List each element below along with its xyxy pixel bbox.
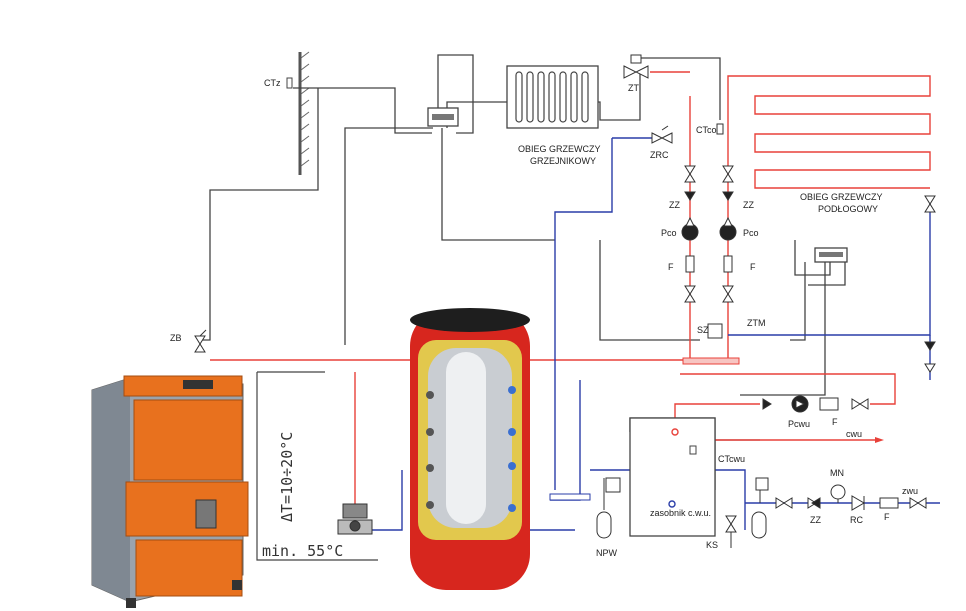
label-zz-left: ZZ bbox=[669, 200, 680, 210]
label-ctcwu: CTcwu bbox=[718, 454, 745, 464]
label-f-cwu: F bbox=[832, 417, 838, 427]
label-zt: ZT bbox=[628, 83, 639, 93]
floor-return-valves-icon bbox=[924, 195, 936, 373]
hydraulic-separator bbox=[549, 493, 591, 501]
ctco-sensor-icon bbox=[716, 123, 724, 135]
boiler-pump-group-icon bbox=[337, 503, 373, 535]
dhw-storage-tank bbox=[629, 417, 716, 537]
dhw-pump-icon bbox=[762, 395, 869, 413]
pump-column-left bbox=[681, 165, 699, 303]
radiator bbox=[506, 65, 599, 129]
radiator-circuit-label-1: OBIEG GRZEWCZY bbox=[518, 144, 601, 154]
floor-circuit-label-1: OBIEG GRZEWCZY bbox=[800, 192, 883, 202]
label-zz-bottom: ZZ bbox=[810, 515, 821, 525]
manifold bbox=[682, 357, 740, 365]
buffer-tank bbox=[410, 308, 530, 590]
cold-water-fittings-icon bbox=[725, 477, 927, 548]
controller-top bbox=[427, 107, 459, 127]
npw-expansion-vessel-icon bbox=[596, 477, 621, 539]
cwu-arrow-icon bbox=[875, 437, 884, 443]
label-f-left: F bbox=[668, 262, 674, 272]
label-pco-left: Pco bbox=[661, 228, 677, 238]
label-npw: NPW bbox=[596, 548, 618, 558]
label-rc: RC bbox=[850, 515, 863, 525]
zrc-valve-icon bbox=[651, 125, 673, 144]
label-zrc: ZRC bbox=[650, 150, 669, 160]
label-zasobnik: zasobnik c.w.u. bbox=[650, 508, 711, 518]
label-mn: MN bbox=[830, 468, 844, 478]
room-sensor-icon bbox=[286, 77, 293, 89]
label-ctz: CTz bbox=[264, 78, 281, 88]
label-f-right: F bbox=[750, 262, 756, 272]
label-pco-right: Pco bbox=[743, 228, 759, 238]
pump-column-right bbox=[719, 165, 737, 303]
min-temp-label: min. 55°C bbox=[262, 542, 343, 560]
label-ztm: ZTM bbox=[747, 318, 766, 328]
label-ctco: CTco bbox=[696, 125, 717, 135]
label-zz-right: ZZ bbox=[743, 200, 754, 210]
label-cwu: cwu bbox=[846, 429, 862, 439]
floor-circuit-label-2: PODŁOGOWY bbox=[818, 204, 878, 214]
boiler bbox=[91, 375, 249, 608]
label-ks: KS bbox=[706, 540, 718, 550]
zb-valve-icon bbox=[194, 329, 207, 353]
label-zb: ZB bbox=[170, 333, 182, 343]
delta-t-label: ΔT=10÷20°C bbox=[278, 432, 296, 522]
zt-valve-icon bbox=[623, 54, 649, 79]
label-pcwu: Pcwu bbox=[788, 419, 810, 429]
sz-valve-icon bbox=[707, 323, 723, 339]
controller-floor bbox=[814, 247, 848, 263]
wall bbox=[286, 51, 310, 175]
radiator-circuit-label-2: GRZEJNIKOWY bbox=[530, 156, 596, 166]
label-sz: SZ bbox=[697, 325, 709, 335]
label-zwu: zwu bbox=[902, 486, 918, 496]
label-f-bottom: F bbox=[884, 512, 890, 522]
